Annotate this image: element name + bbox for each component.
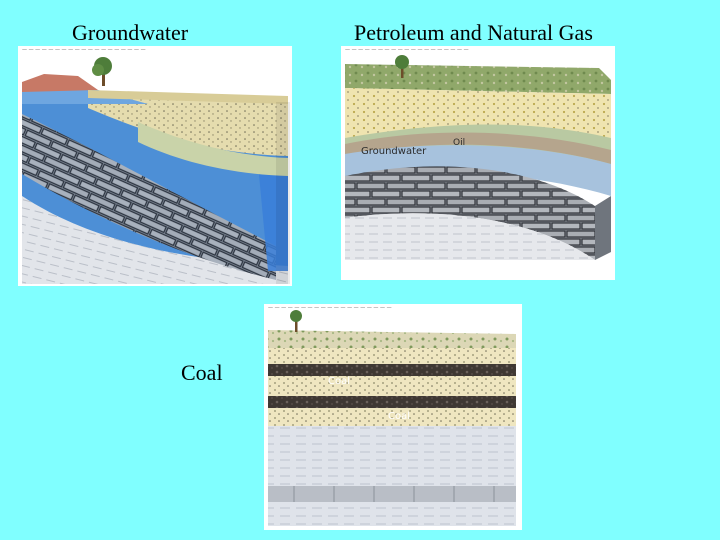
petroleum-block-diagram-icon: Groundwater Oil (341, 46, 615, 280)
groundwater-figure: — — — — — — — — — — — — — — — — — — — (18, 46, 292, 286)
coal-block-diagram-icon: Coal Coal (264, 304, 522, 530)
groundwater-block-diagram-icon (18, 46, 292, 286)
petroleum-figure: — — — — — — — — — — — — — — — — — — — (341, 46, 615, 280)
copyright-line: — — — — — — — — — — — — — — — — — — — (268, 304, 518, 312)
coal-caption: Coal (181, 362, 223, 384)
petroleum-caption: Petroleum and Natural Gas (354, 22, 593, 44)
copyright-line: — — — — — — — — — — — — — — — — — — — (22, 46, 288, 54)
coal-label-lower: Coal (388, 411, 410, 422)
coal-label-upper: Coal (328, 376, 350, 387)
groundwater-caption: Groundwater (72, 22, 188, 44)
copyright-line: — — — — — — — — — — — — — — — — — — — (345, 46, 611, 54)
coal-figure: — — — — — — — — — — — — — — — — — — — (264, 304, 522, 530)
groundwater-label: Groundwater (361, 146, 427, 157)
oil-label: Oil (453, 138, 465, 148)
